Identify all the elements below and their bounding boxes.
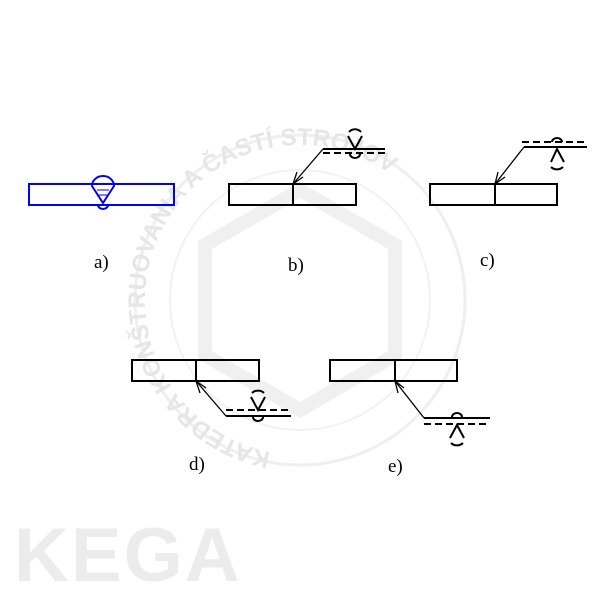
kega-watermark: KEGA bbox=[14, 513, 242, 598]
label-a: a) bbox=[94, 252, 109, 273]
figure-b bbox=[228, 128, 385, 206]
figure-e bbox=[329, 359, 490, 447]
label-e: e) bbox=[388, 456, 403, 477]
label-d: d) bbox=[189, 454, 205, 475]
figure-c bbox=[429, 137, 587, 206]
watermark-seal: KATEDRA KONŠTRUOVANIA A ČASTÍ STROJOV bbox=[124, 124, 467, 473]
figure-a bbox=[28, 175, 175, 210]
label-b: b) bbox=[288, 255, 304, 276]
label-c: c) bbox=[480, 250, 495, 271]
figure-d bbox=[131, 359, 291, 422]
